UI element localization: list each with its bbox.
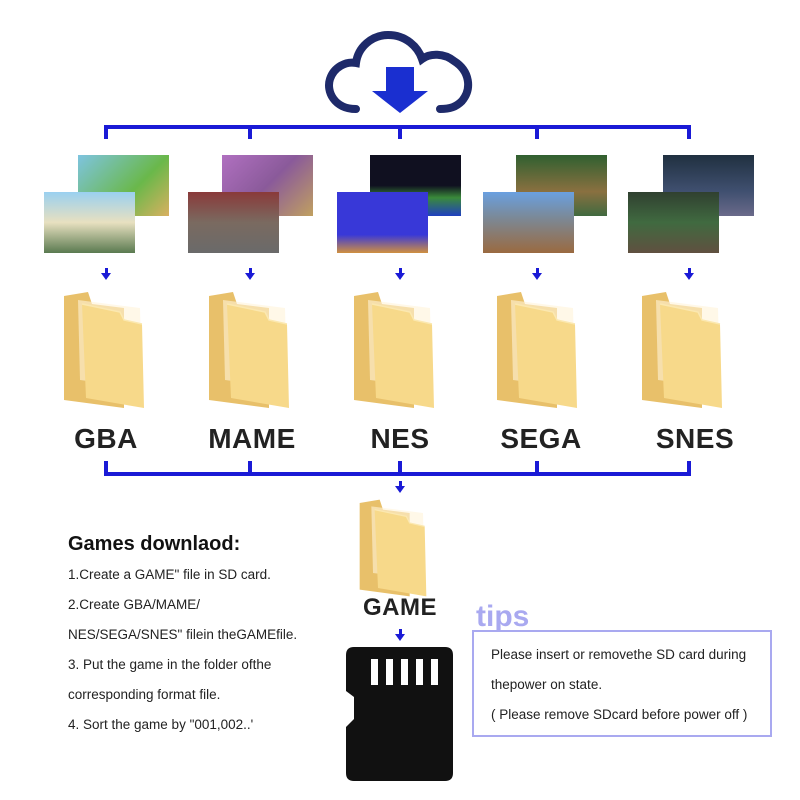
- snes-folder-icon: [640, 290, 724, 410]
- connector-tick: [398, 129, 402, 139]
- sd-card-icon: [346, 647, 453, 781]
- sega-label: SEGA: [500, 423, 582, 454]
- snes-screenshot-front: [628, 192, 719, 253]
- instruction-step: 4. Sort the game by "001,002..': [68, 717, 254, 732]
- instructions-panel: Games downlaod: 1.Create a GAME" file in…: [68, 533, 308, 740]
- nes-screenshot-front: [337, 192, 428, 253]
- mame-screenshot-front: [188, 192, 279, 253]
- arrow-down-icon: [532, 268, 542, 280]
- arrow-down-icon: [101, 268, 111, 280]
- game-folder-icon: [358, 498, 428, 598]
- mame-folder-icon: [207, 290, 291, 410]
- instruction-step: 2.Create GBA/MAME/: [68, 597, 201, 612]
- connector-tick: [535, 129, 539, 139]
- nes-label: NES: [370, 423, 430, 454]
- gba-screenshot-front: [44, 192, 135, 253]
- connector-tick: [687, 129, 691, 139]
- connector-tick: [248, 461, 252, 473]
- snes-label: SNES: [655, 423, 735, 454]
- instruction-step: 3. Put the game in the folder ofthe: [68, 657, 272, 672]
- connector-tick: [398, 461, 402, 473]
- gba-label: GBA: [74, 423, 138, 454]
- cloud-download-icon: [325, 30, 473, 113]
- arrow-down-icon: [684, 268, 694, 280]
- instruction-step: 1.Create a GAME" file in SD card.: [68, 567, 271, 582]
- arrow-down-icon: [395, 629, 405, 641]
- bottom-connector-line: [104, 472, 691, 476]
- top-connector-line: [104, 125, 691, 129]
- tips-line: thepower on state.: [491, 677, 603, 692]
- connector-tick: [687, 461, 691, 473]
- instruction-step: corresponding format file.: [68, 687, 221, 702]
- tips-title: tips: [476, 600, 530, 633]
- tips-line: Please insert or removethe SD card durin…: [491, 647, 747, 662]
- sega-screenshot-front: [483, 192, 574, 253]
- arrow-down-icon: [395, 268, 405, 280]
- tips-box: Please insert or removethe SD card durin…: [472, 630, 772, 737]
- tips-line: ( Please remove SDcard before power off …: [491, 707, 748, 722]
- connector-tick: [535, 461, 539, 473]
- mame-label: MAME: [208, 423, 296, 454]
- game-folder-label: GAME: [363, 594, 437, 621]
- connector-tick: [104, 129, 108, 139]
- arrow-down-icon: [245, 268, 255, 280]
- sega-folder-icon: [495, 290, 579, 410]
- connector-tick: [248, 129, 252, 139]
- connector-tick: [104, 461, 108, 473]
- instruction-step: NES/SEGA/SNES" filein theGAMEfile.: [68, 627, 298, 642]
- gba-folder-icon: [62, 290, 146, 410]
- instructions-title: Games downlaod:: [68, 533, 241, 555]
- nes-folder-icon: [352, 290, 436, 410]
- arrow-down-icon: [395, 481, 405, 493]
